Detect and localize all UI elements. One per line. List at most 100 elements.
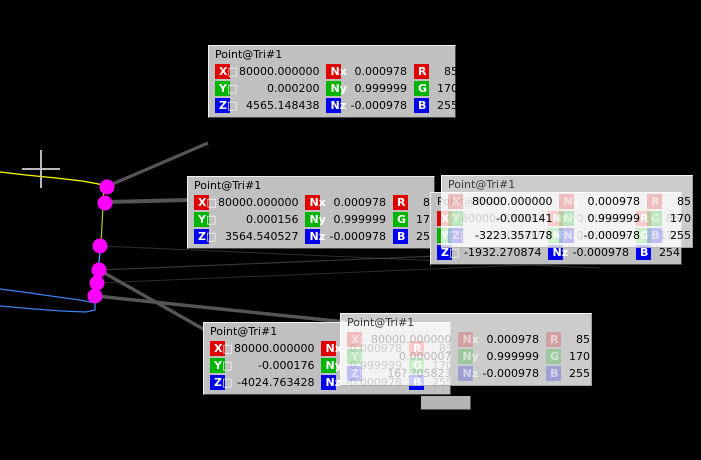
ny-label: Ny — [321, 358, 342, 373]
z-label: Z□ — [437, 245, 459, 260]
edge-blue-upper — [0, 288, 96, 304]
z-value: 4565.148438 — [246, 99, 320, 112]
x-value: 80000.000000 — [472, 195, 553, 208]
y-label: Y□ — [215, 81, 237, 96]
g-value: 170 — [436, 82, 458, 95]
nz-label: Nz — [548, 245, 568, 260]
b-value: 254 — [658, 246, 680, 259]
point-info-panel-bottom-front[interactable]: Point@Tri#1 X□ 80000.000000 Nx 0.000978 … — [340, 313, 592, 386]
nz-value: -0.000978 — [572, 246, 629, 259]
z-label: Z□ — [347, 366, 369, 381]
nz-value: -0.000978 — [350, 99, 407, 112]
r-label: R — [545, 332, 561, 347]
nx-value: 0.000978 — [486, 333, 539, 346]
nz-value: -0.000978 — [583, 229, 640, 242]
panel-title: Point@Tri#1 — [448, 178, 516, 191]
point-marker — [97, 195, 113, 211]
ny-label: Ny — [326, 81, 347, 96]
y-value: 0.000200 — [266, 82, 320, 95]
r-label: R — [413, 64, 429, 79]
leader-line-bottom-left — [98, 268, 206, 332]
panel-value-grid: X□ 80000.000000 Nx 0.000978 R 85 Y□ 0.00… — [215, 63, 458, 114]
point-info-panel-right-front[interactable]: Point@Tri#1 X□ 80000.000000 Nx 0.000978 … — [441, 175, 693, 248]
x-value: 80000.000000 — [371, 333, 452, 346]
y-label: Y□ — [448, 211, 470, 226]
y-value: -0.000176 — [258, 359, 315, 372]
nz-label: Nz — [559, 228, 579, 243]
ny-label: Ny — [458, 349, 479, 364]
nz-value: -0.000978 — [482, 367, 539, 380]
ny-value: 0.999999 — [354, 82, 407, 95]
z-value: -4024.763428 — [237, 376, 315, 389]
nx-label: Nx — [305, 195, 326, 210]
x-label: X□ — [448, 194, 471, 209]
r-label: R — [392, 195, 408, 210]
nz-label: Nz — [458, 366, 478, 381]
nx-label: Nx — [458, 332, 479, 347]
ny-value: 0.999999 — [486, 350, 539, 363]
panel-title: Point@Tri#1 — [347, 316, 415, 329]
panel-value-grid: X□ 80000.000000 Nx 0.000978 R 85 Y□ 0.00… — [194, 194, 437, 245]
y-label: Y□ — [210, 358, 232, 373]
x-label: X□ — [347, 332, 370, 347]
z-label: Z□ — [215, 98, 237, 113]
ny-label: Ny — [559, 211, 580, 226]
b-label: B — [413, 98, 429, 113]
ny-value: 0.999999 — [587, 212, 640, 225]
y-value: 0.000007 — [398, 350, 452, 363]
g-label: G — [413, 81, 429, 96]
nx-label: Nx — [326, 64, 347, 79]
y-value: 0.000156 — [245, 213, 299, 226]
nx-value: 0.000978 — [333, 196, 386, 209]
point-info-panel-top[interactable]: Point@Tri#1 X□ 80000.000000 Nx 0.000978 … — [208, 45, 458, 118]
g-label: G — [545, 349, 561, 364]
point-marker — [99, 179, 115, 195]
b-value: 255 — [568, 367, 590, 380]
panel-value-grid: X□ 80000.000000 Nx 0.000978 R 85 Y□ -0.0… — [448, 193, 691, 244]
z-label: Z□ — [448, 228, 470, 243]
r-value: 85 — [676, 195, 691, 208]
g-value: 170 — [568, 350, 590, 363]
nx-value: 0.000978 — [354, 65, 407, 78]
point-marker — [91, 262, 107, 278]
nx-label: Nx — [559, 194, 580, 209]
leader-lines — [95, 141, 601, 332]
x-label: X□ — [210, 341, 233, 356]
z-label: Z□ — [194, 229, 216, 244]
y-value: -0.000141 — [496, 212, 553, 225]
r-value: 85 — [443, 65, 458, 78]
leader-line-bottom-front — [95, 294, 346, 324]
z-value: -3223.357178 — [475, 229, 553, 242]
z-value: 16?.?05823 — [387, 367, 452, 380]
r-value: 85 — [575, 333, 590, 346]
edge-blue-lower — [0, 303, 96, 313]
nz-value: -0.000978 — [329, 230, 386, 243]
crosshair-cursor — [22, 150, 60, 188]
b-value: 255 — [436, 99, 458, 112]
point-markers — [87, 179, 115, 304]
x-value: 80000.000000 — [218, 196, 299, 209]
panel-edge-stub — [421, 396, 471, 410]
ny-label: Ny — [305, 212, 326, 227]
panel-title: Point@Tri#1 — [210, 325, 278, 338]
z-label: Z□ — [210, 375, 232, 390]
panel-value-grid: X□ 80000.000000 Nx 0.000978 R 85 Y□ 0.00… — [347, 331, 590, 382]
x-label: X□ — [194, 195, 217, 210]
nx-label: Nx — [321, 341, 342, 356]
nx-value: 0.000978 — [587, 195, 640, 208]
x-label: X□ — [215, 64, 238, 79]
leader-line-top — [107, 141, 209, 188]
nz-label: Nz — [321, 375, 341, 390]
b-label: B — [545, 366, 561, 381]
edge-seam — [100, 184, 105, 244]
point-info-panel-middle[interactable]: Point@Tri#1 X□ 80000.000000 Nx 0.000978 … — [187, 176, 437, 249]
leader-line-middle — [105, 198, 190, 204]
g-label: G — [392, 212, 408, 227]
x-value: 80000.000000 — [234, 342, 315, 355]
y-label: Y□ — [194, 212, 216, 227]
point-marker — [92, 238, 108, 254]
z-value: -1932.270874 — [464, 246, 542, 259]
nz-label: Nz — [305, 229, 325, 244]
